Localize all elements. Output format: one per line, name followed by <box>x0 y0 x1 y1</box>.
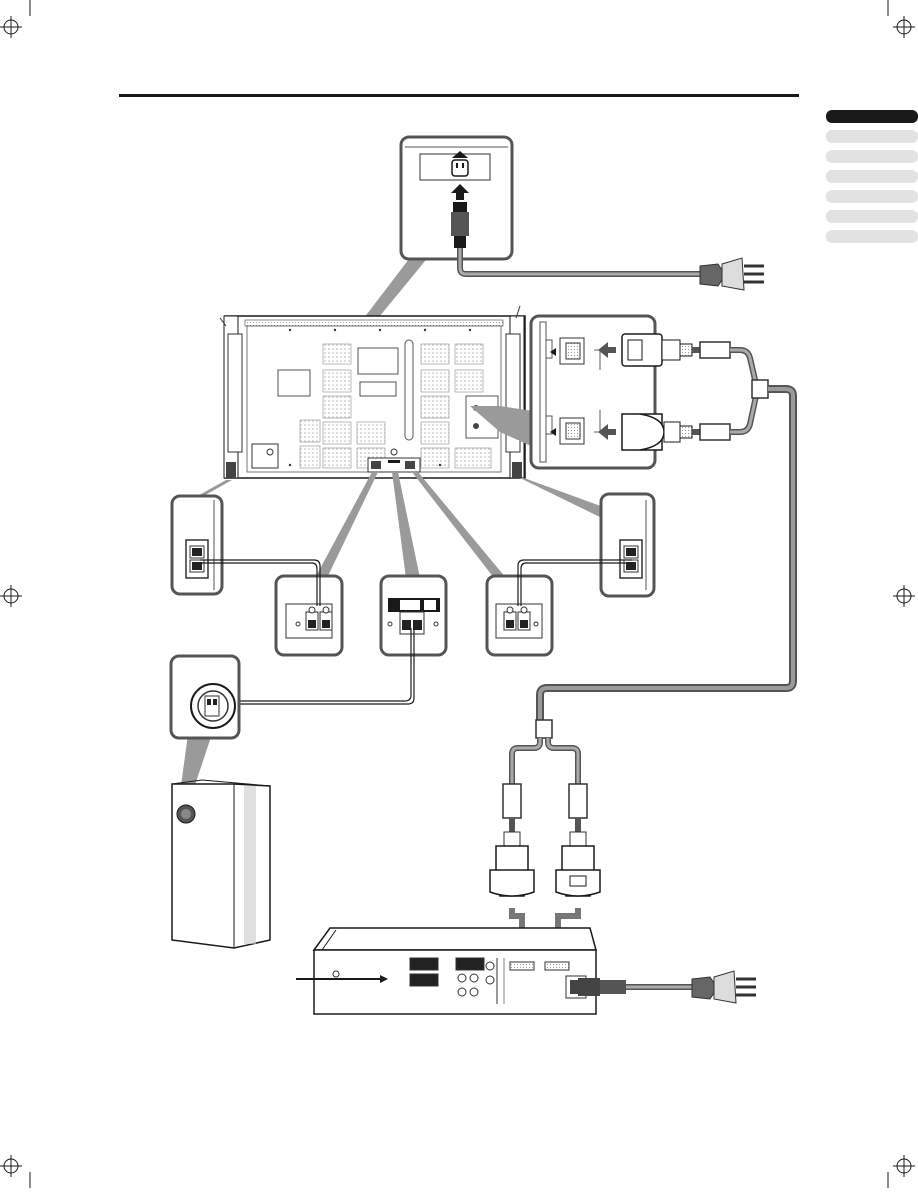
registration-mark-top-left <box>0 0 30 38</box>
system-cable-port <box>510 962 534 970</box>
callout-speaker-right <box>601 494 654 596</box>
registration-mark-bottom-left <box>0 1155 30 1188</box>
callout-speaker-output-left <box>276 576 342 655</box>
cable-junction <box>536 720 552 738</box>
ferrite-core <box>700 342 730 358</box>
registration-mark-top-right <box>888 0 915 38</box>
side-tab-7[interactable] <box>826 230 918 243</box>
callout-speaker-output-right <box>487 576 552 655</box>
ferrite-core <box>569 784 587 818</box>
side-tab-6[interactable] <box>826 210 918 223</box>
system-cable-port <box>545 962 569 970</box>
mains-plug-display <box>700 258 764 290</box>
side-tab-5[interactable] <box>826 190 918 203</box>
d-sub-plug-upper <box>622 334 692 366</box>
side-tab-1[interactable] <box>826 110 918 123</box>
ferrite-core <box>503 784 521 818</box>
cable-junction <box>752 380 768 398</box>
side-tab-3[interactable] <box>826 150 918 163</box>
side-tab-4[interactable] <box>826 170 918 183</box>
registration-mark-mid-right <box>893 585 915 607</box>
d-sub-plug-lower <box>622 414 692 450</box>
scart-terminal <box>410 958 438 970</box>
media-box-power-cord <box>578 971 756 1003</box>
rear-power-inlet <box>252 444 278 468</box>
ferrite-core <box>700 424 730 440</box>
media-receiver-box <box>314 928 596 1014</box>
registration-mark-bottom-right <box>888 1155 915 1188</box>
d-sub-plug-box-right <box>556 832 600 896</box>
plasma-display-rear <box>220 306 525 478</box>
side-tab-2[interactable] <box>826 130 918 143</box>
subwoofer-speaker <box>172 780 270 948</box>
callout-speaker-left <box>172 496 222 594</box>
scart-terminal <box>410 974 438 986</box>
header-rule <box>119 94 799 97</box>
side-tabs <box>826 110 918 243</box>
d-sub-plug-box-left <box>490 832 534 896</box>
registration-mark-mid-left <box>0 585 22 607</box>
scart-terminal <box>456 958 484 970</box>
